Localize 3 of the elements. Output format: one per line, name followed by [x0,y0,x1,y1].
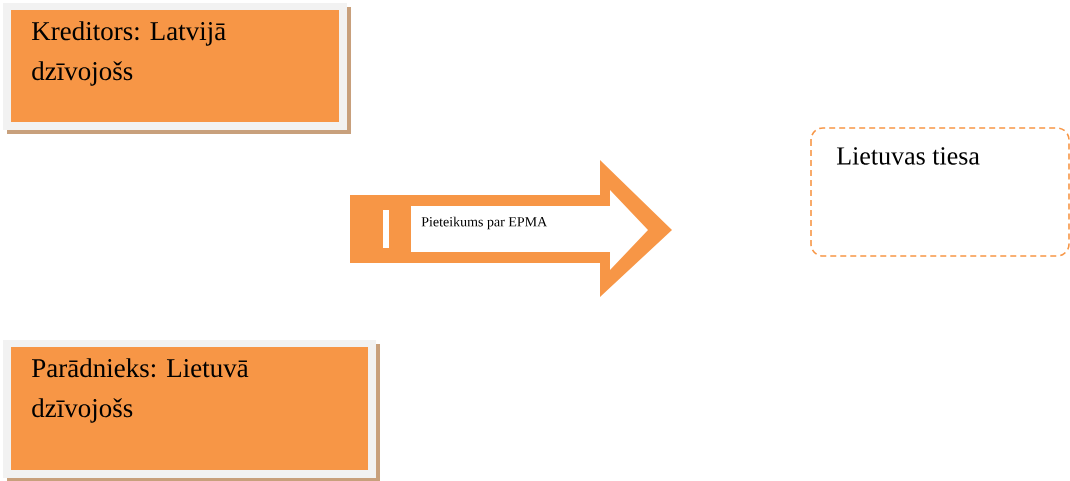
text-box: Kreditors: Latvijā dzīvojošs [3,3,351,134]
dashed-box: Lietuvas tiesa [810,127,1070,257]
text-box: Parādnieks: Lietuvā dzīvojošs [3,340,380,481]
